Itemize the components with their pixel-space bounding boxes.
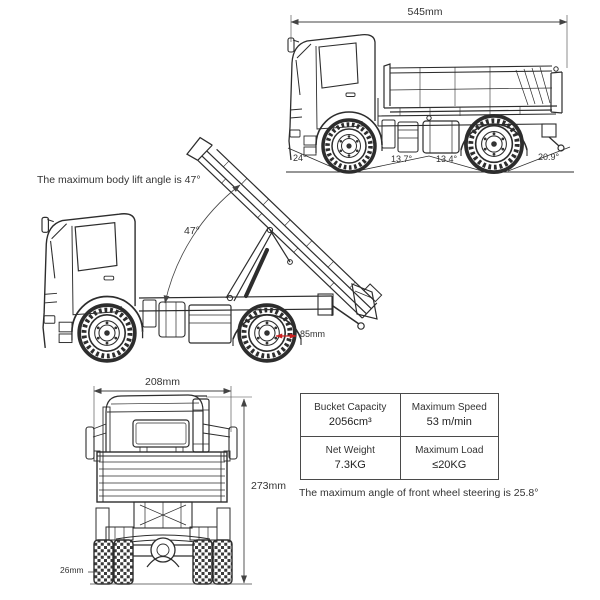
ground-clearance-label: 26mm: [60, 565, 84, 575]
spec-value: 53 m/min: [426, 416, 472, 428]
spec-label: Net Weight: [325, 445, 375, 456]
breakover-front-label: 13.7°: [391, 154, 413, 164]
dimension-lines: [88, 15, 568, 585]
steering-note: The maximum angle of front wheel steerin…: [299, 487, 539, 499]
lift-angle-label: 47°: [184, 225, 200, 237]
approach-angle-label: 24°: [293, 153, 307, 163]
spec-table: Bucket Capacity 2056cm³ Maximum Speed 53…: [300, 393, 499, 480]
spec-cell-bucket-capacity: Bucket Capacity 2056cm³: [301, 394, 400, 436]
spec-value: 7.3KG: [334, 459, 366, 471]
spec-cell-maximum-load: Maximum Load ≤20KG: [399, 436, 498, 479]
overall-width-label: 208mm: [144, 376, 180, 388]
spec-label: Bucket Capacity: [314, 402, 387, 413]
axle-dimension-label: 85mm: [300, 329, 326, 339]
spec-label: Maximum Load: [415, 445, 484, 456]
spec-value: 2056cm³: [328, 416, 372, 428]
rear-view-drawing: [85, 394, 238, 585]
side-view-drawing: [286, 33, 574, 172]
spec-cell-net-weight: Net Weight 7.3KG: [301, 436, 400, 479]
overall-height-label: 273mm: [251, 480, 287, 492]
departure-angle-label: 20.9°: [538, 152, 560, 162]
body-lift-note: The maximum body lift angle is 47°: [37, 174, 201, 186]
overall-length-label: 545mm: [407, 6, 443, 18]
spec-label: Maximum Speed: [411, 402, 487, 413]
spec-value: ≤20KG: [432, 459, 467, 471]
breakover-rear-label: 13.4°: [436, 154, 458, 164]
spec-cell-maximum-speed: Maximum Speed 53 m/min: [399, 394, 499, 436]
lift-view-drawing: [41, 136, 383, 361]
